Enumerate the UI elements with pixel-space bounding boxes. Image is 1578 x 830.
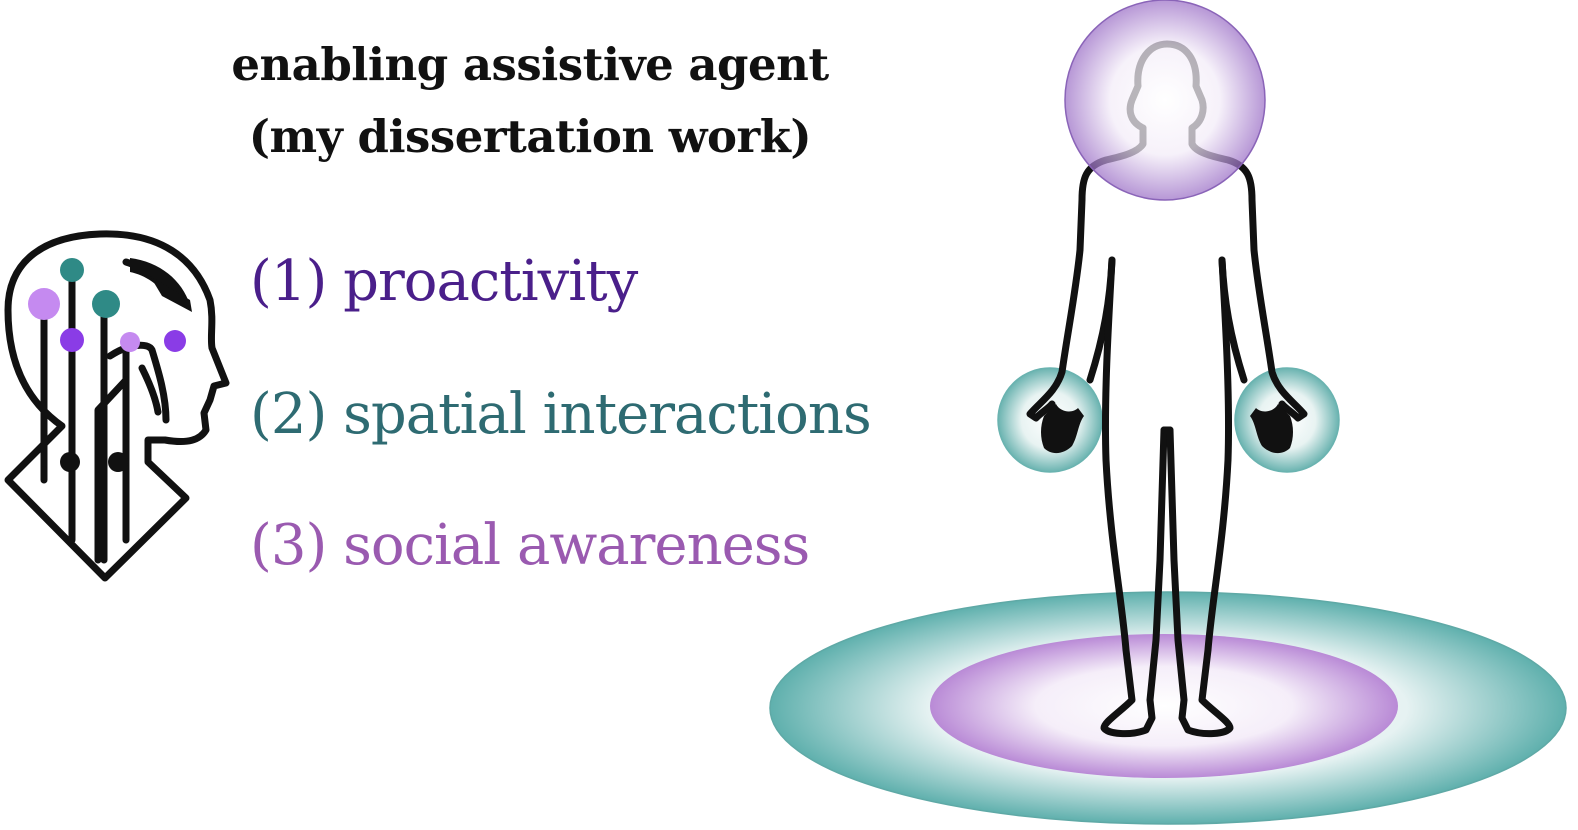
node-violet-right bbox=[164, 330, 186, 352]
inner-zone-ellipse bbox=[930, 634, 1398, 778]
right-hand bbox=[1250, 404, 1293, 454]
node-black-right bbox=[108, 452, 128, 472]
item-spatial-interactions: (2) spatial interactions bbox=[250, 382, 872, 447]
node-light-purple-small bbox=[120, 332, 140, 352]
head-zone bbox=[1064, 0, 1266, 201]
node-black-left bbox=[60, 452, 80, 472]
node-violet-left bbox=[60, 328, 84, 352]
item-proactivity: (1) proactivity bbox=[250, 249, 638, 314]
title-line-1: enabling assistive agent bbox=[231, 38, 829, 91]
item-social-awareness: (3) social awareness bbox=[250, 513, 810, 578]
left-hand bbox=[1041, 404, 1084, 454]
node-dark-teal-top bbox=[60, 258, 84, 282]
title-line-2: (my dissertation work) bbox=[248, 110, 812, 163]
node-light-purple-large bbox=[28, 288, 60, 320]
node-dark-teal-mid bbox=[92, 290, 120, 318]
